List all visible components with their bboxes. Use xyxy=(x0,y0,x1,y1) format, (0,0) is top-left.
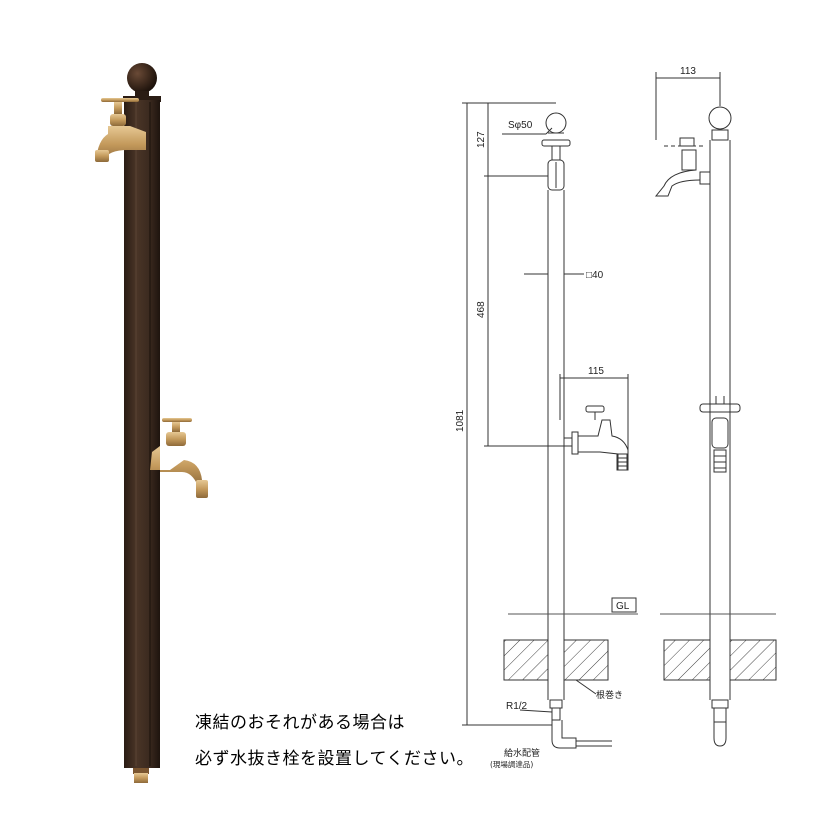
warning-line-2: 必ず水抜き栓を設置してください。 xyxy=(195,749,474,769)
label-root-wrap: 根巻き xyxy=(596,689,623,701)
bottom-thread xyxy=(134,773,148,783)
upper-faucet xyxy=(95,98,146,162)
lower-faucet xyxy=(150,418,208,498)
dim-total-height: 1081 xyxy=(455,409,466,432)
warning-line-1: 凍結のおそれがある場合は xyxy=(195,713,405,733)
label-supply-pipe-note: (現場調達品) xyxy=(490,759,533,769)
label-ground-level: GL xyxy=(616,601,630,612)
product-photo xyxy=(95,63,208,783)
dim-sphere: Sφ50 xyxy=(508,120,533,131)
label-supply-pipe: 給水配管 xyxy=(504,747,540,759)
post-body xyxy=(124,100,160,768)
label-thread: R1/2 xyxy=(506,701,528,712)
dim-top-height: 127 xyxy=(476,131,487,148)
dim-top-width: 113 xyxy=(680,66,696,77)
dim-post-size: □40 xyxy=(586,270,604,281)
dim-faucet-spacing: 468 xyxy=(476,301,487,318)
front-view-drawing xyxy=(462,102,638,749)
ball-finial xyxy=(127,63,157,93)
side-view-drawing xyxy=(654,72,777,747)
dim-faucet-projection: 115 xyxy=(588,366,604,377)
